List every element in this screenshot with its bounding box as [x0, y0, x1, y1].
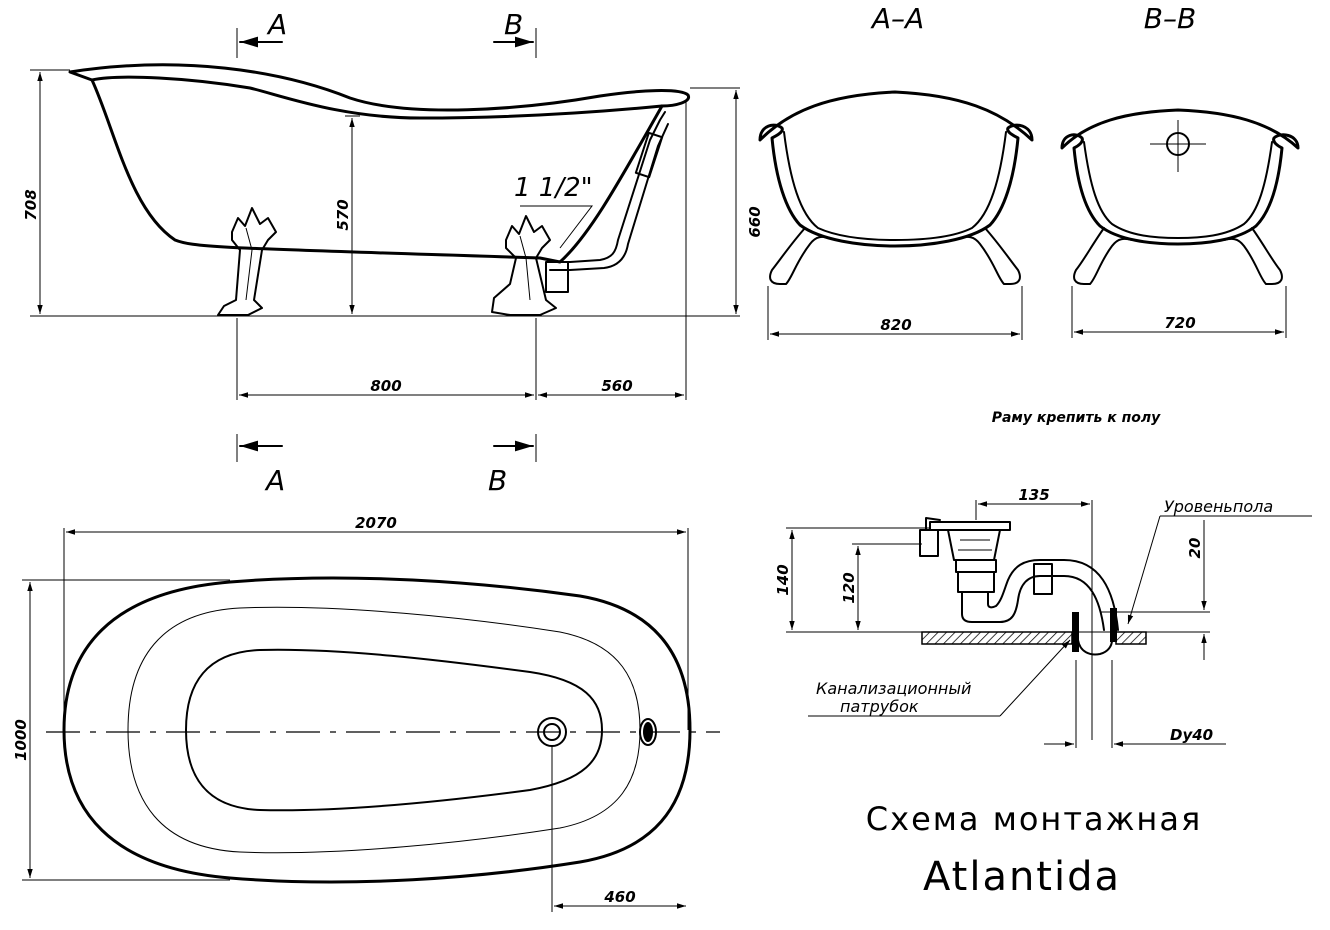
overflow-pipe: [925, 517, 941, 531]
trap-nut: [1033, 563, 1053, 595]
dim-560: 560: [601, 377, 632, 395]
sewer-label-1: Канализационный: [816, 679, 971, 698]
section-bb-leg-left: [1073, 227, 1133, 285]
mounting-note: Раму крепить к полу: [992, 410, 1161, 426]
tub-side-outline: [68, 63, 691, 120]
dim-dy40: Dy40: [1170, 726, 1213, 744]
dim-1000: 1000: [12, 719, 30, 761]
section-bb: B–B 720: [1060, 2, 1300, 338]
floor-hatch-left: [921, 631, 1073, 645]
trap-pipe: [961, 575, 1105, 631]
drain-neck: [947, 529, 1001, 561]
dim-120: 120: [840, 572, 858, 603]
section-aa-leg-right: [959, 227, 1021, 285]
dim-820: 820: [880, 316, 911, 334]
dim-140: 140: [774, 564, 792, 595]
dim-708: 708: [22, 189, 40, 220]
dim-2070: 2070: [355, 514, 397, 532]
section-aa: A–A 820: [758, 2, 1034, 340]
section-bb-title: B–B: [1144, 2, 1196, 35]
trap-pipe-inner: [987, 559, 1119, 631]
drain-detail: 135 140 120 20 Dy40 Уровеньпола Канализа…: [774, 486, 1312, 748]
drain-leader: [520, 205, 594, 249]
sewer-socket-left: [1072, 612, 1079, 652]
marker-a-bottom-label: A: [264, 464, 285, 497]
dim-20: 20: [1186, 538, 1204, 559]
right-foot: [491, 215, 557, 316]
drain-trap: [545, 261, 569, 293]
section-aa-title: A–A: [870, 2, 924, 35]
drain-nut: [955, 559, 997, 573]
drain-flange: [929, 521, 1011, 531]
dim-135: 135: [1018, 486, 1049, 504]
right-foot-detail: [519, 235, 531, 301]
left-foot: [217, 207, 277, 316]
title-line-1: Схема монтажная: [866, 800, 1202, 838]
section-markers: A B A B: [236, 8, 537, 497]
section-bb-inner: [1083, 141, 1273, 239]
overflow-nut: [919, 529, 939, 557]
sewer-arrow: [999, 639, 1071, 717]
drain-pipe-inner: [549, 123, 669, 271]
sewer-label-2: патрубок: [840, 697, 919, 716]
dim-570: 570: [334, 199, 352, 230]
dim-720: 720: [1164, 314, 1195, 332]
left-foot-detail: [245, 227, 253, 301]
section-bb-tub: [1060, 108, 1300, 246]
top-view: 2070 1000 460: [12, 514, 720, 912]
dim-800: 800: [370, 377, 401, 395]
overflow-top: [639, 718, 657, 746]
section-aa-leg-left: [769, 227, 831, 285]
overflow-top-solid: [643, 722, 653, 742]
marker-b-top-label: B: [504, 8, 523, 41]
marker-b-bottom-label: B: [488, 464, 507, 497]
tub-side-body: [90, 78, 664, 264]
floor-level-label: Уровеньпола: [1164, 497, 1273, 516]
drain-nut-2: [957, 571, 995, 593]
marker-a-top-label: A: [266, 8, 287, 41]
tub-top-outline: [62, 576, 692, 884]
floor-hatch-right: [1115, 631, 1147, 645]
tub-top-inner: [127, 606, 641, 854]
overflow-fitting: [634, 131, 664, 179]
section-bb-leg-right: [1223, 227, 1283, 285]
floor-level-arrow: [1127, 515, 1161, 625]
dim-660: 660: [746, 206, 764, 237]
section-aa-inner: [783, 131, 1007, 241]
drain-pipe: [549, 111, 666, 263]
drain-hole-inner: [543, 723, 561, 741]
side-view: 708 570 660 800 560 1 1/2": [22, 63, 764, 400]
title-line-2: Atlantida: [923, 854, 1121, 900]
sewer-socket-right: [1110, 608, 1117, 642]
drain-size-label: 1 1/2": [514, 173, 593, 203]
tub-top-bottom: [185, 648, 603, 812]
sewer-pipe: [1077, 639, 1113, 656]
section-aa-tub: [758, 90, 1034, 248]
dim-460: 460: [603, 888, 635, 906]
